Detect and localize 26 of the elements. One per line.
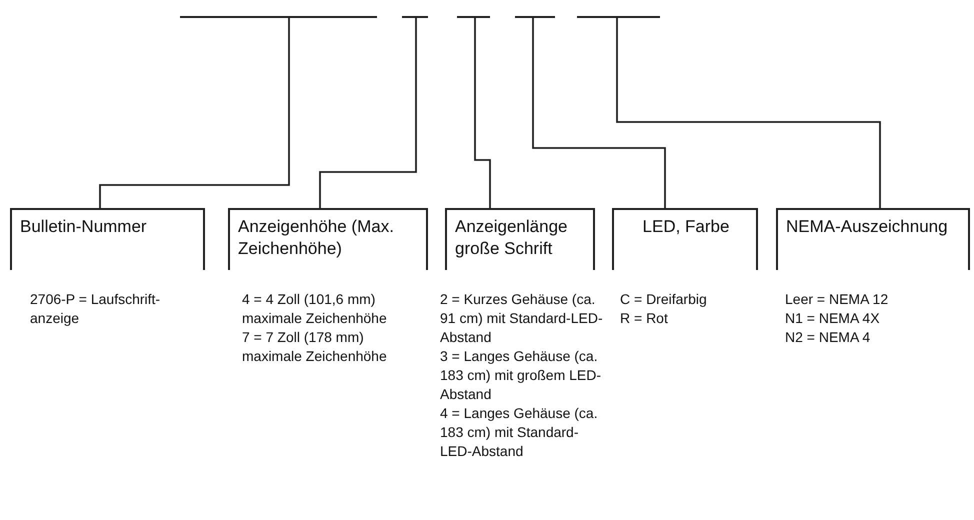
option-text: N1 = NEMA 4X — [785, 309, 881, 328]
header-box: Anzeigenhöhe (Max. Zeichenhöhe) — [228, 208, 428, 270]
option-text: 3 = Langes Gehäuse (ca. 183 cm) mit großem LED-Abstand — [440, 347, 602, 404]
option-text: N2 = NEMA 4 — [785, 328, 872, 347]
option-text: 4 = 4 Zoll (101,6 mm) maximale Zeichenhöhe — [242, 290, 388, 328]
connector-line — [474, 18, 491, 208]
connector-line — [319, 18, 417, 208]
option-text: 2 = Kurzes Gehäuse (ca. 91 cm) mit Standard-LED-Abstand — [440, 290, 604, 347]
header-box: Bulletin-Nummer — [10, 208, 205, 270]
underline-bar — [180, 16, 377, 18]
header-box: NEMA-Auszeichnung — [776, 208, 970, 270]
underline-bar — [402, 16, 428, 18]
header-box: Anzeigenlänge große Schrift — [445, 208, 595, 270]
option-text: 7 = 7 Zoll (178 mm) maximale Zeichenhöhe — [242, 328, 388, 366]
underline-bar — [577, 16, 660, 18]
option-text: C = Dreifarbig — [620, 290, 708, 309]
option-text: Leer = NEMA 12 — [785, 290, 890, 309]
option-text: R = Rot — [620, 309, 669, 328]
header-box: LED, Farbe — [612, 208, 758, 270]
connector-line — [616, 18, 881, 208]
underline-bar — [515, 16, 555, 18]
option-text: 2706-P = Laufschrift- anzeige — [30, 290, 162, 328]
option-text: 4 = Langes Gehäuse (ca. 183 cm) mit Standard-LED-Abstand — [440, 404, 599, 461]
connector-line — [532, 18, 666, 208]
underline-bar — [457, 16, 490, 18]
connector-line — [99, 18, 290, 208]
